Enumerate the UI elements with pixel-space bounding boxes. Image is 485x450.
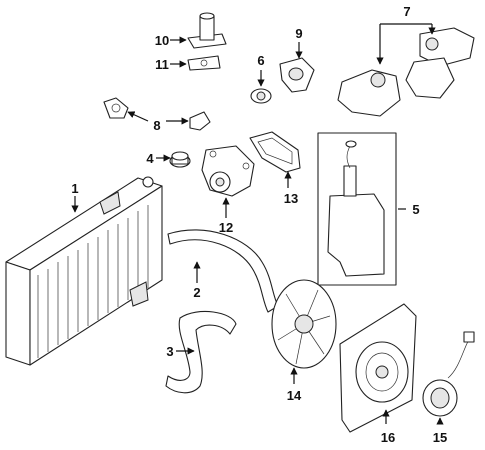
callout-15: 15	[433, 430, 447, 445]
callout-7: 7	[403, 4, 410, 19]
callout-9: 9	[295, 26, 302, 41]
callout-4: 4	[146, 151, 154, 166]
callout-6: 6	[257, 53, 264, 68]
callout-14: 14	[287, 388, 302, 403]
callout-5: 5	[412, 202, 419, 217]
callout-11: 11	[155, 57, 169, 72]
radiator-drawing	[5, 176, 163, 366]
callout-13: 13	[284, 191, 298, 206]
callout-10: 10	[155, 33, 169, 48]
callout-2: 2	[193, 285, 200, 300]
callout-12: 12	[219, 220, 233, 235]
callout-16: 16	[381, 430, 395, 445]
callout-3: 3	[166, 344, 173, 359]
callout-8: 8	[153, 118, 160, 133]
callout-1: 1	[71, 181, 78, 196]
